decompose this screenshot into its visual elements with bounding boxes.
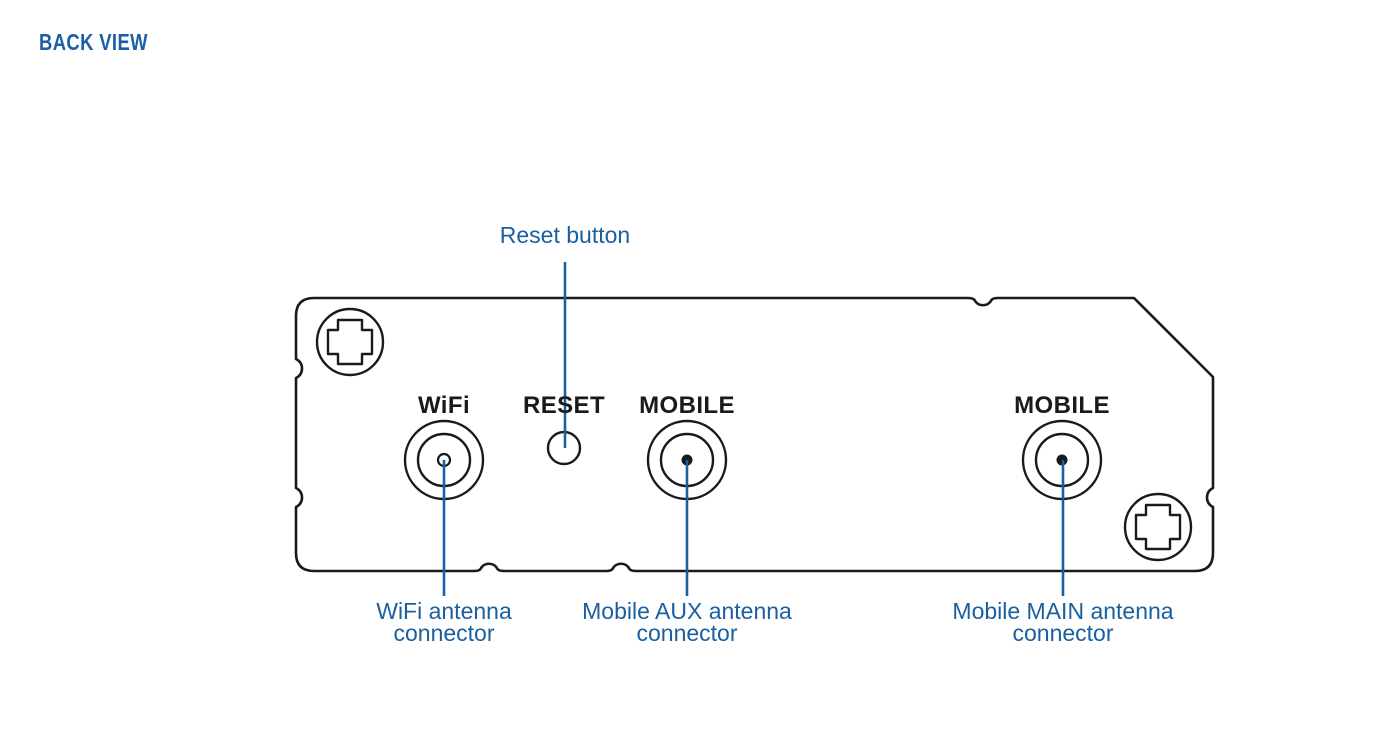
- callout-reset-button: Reset button: [500, 222, 630, 248]
- port-label-wifi: WiFi: [418, 392, 470, 419]
- callout-mobile-aux-line-1: Mobile AUX antenna: [582, 598, 792, 624]
- port-label-mobile-main: MOBILE: [1014, 392, 1110, 419]
- screw-top-left: [315, 307, 385, 377]
- page-title: BACK VIEW: [39, 29, 148, 55]
- callout-mobile-main-line-1: Mobile MAIN antenna: [952, 598, 1173, 624]
- callout-mobile-aux-antenna-connector: Mobile AUX antenna connector: [582, 598, 792, 646]
- callout-mobile-main-line-2: connector: [1012, 620, 1113, 646]
- port-label-mobile-aux: MOBILE: [639, 392, 735, 419]
- callout-wifi-antenna-connector: WiFi antenna connector: [376, 598, 512, 646]
- device-outline: [294, 296, 1215, 573]
- callout-wifi-line-1: WiFi antenna: [376, 598, 512, 624]
- port-label-reset: RESET: [523, 392, 605, 419]
- device-outline-group: [294, 296, 1215, 573]
- callout-mobile-main-antenna-connector: Mobile MAIN antenna connector: [952, 598, 1173, 646]
- callout-wifi-line-2: connector: [393, 620, 494, 646]
- callout-mobile-aux-line-2: connector: [636, 620, 737, 646]
- screw-bottom-right: [1123, 492, 1193, 562]
